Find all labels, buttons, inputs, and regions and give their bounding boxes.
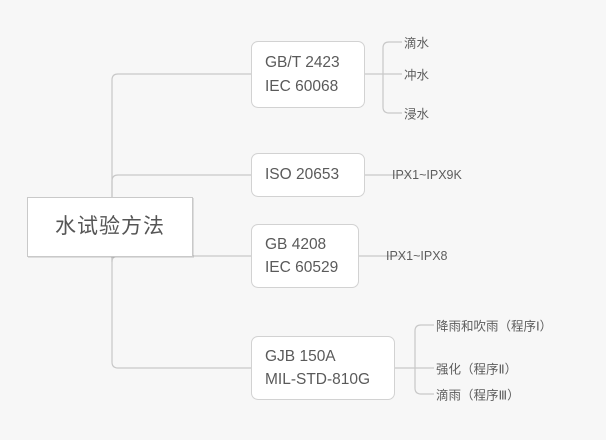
branch-node-line-2: MIL-STD-810G <box>265 371 371 388</box>
branch-node-line-1: GJB 150A <box>265 347 336 365</box>
leaf-gb4208-ipx-range[interactable]: IPX1~IPX8 <box>386 249 448 263</box>
trunk-branch-2-connector <box>111 174 251 227</box>
branch-1-leaf-spine <box>382 41 390 114</box>
branch-node-iso20653[interactable]: ISO 20653 <box>251 153 365 197</box>
root-node-label: 水试验方法 <box>55 215 165 239</box>
branch-node-line-1: ISO 20653 <box>265 166 340 184</box>
branch-node-line-1: GB/T 2423 <box>265 54 340 72</box>
root-node[interactable]: 水试验方法 <box>27 197 193 257</box>
trunk-branch-4-connector <box>111 227 251 369</box>
leaf-gbt2423-chongshui[interactable]: 冲水 <box>404 68 430 83</box>
branch-4-leaf-spine <box>414 324 422 395</box>
leaf-gbt2423-dishui[interactable]: 滴水 <box>404 36 430 51</box>
branch-node-gjb150a[interactable]: GJB 150A MIL-STD-810G <box>251 336 395 400</box>
leaf-gjb150a-exaggerated[interactable]: 强化（程序Ⅱ） <box>436 362 518 377</box>
leaf-gjb150a-drip[interactable]: 滴雨（程序Ⅲ） <box>436 388 520 403</box>
branch-node-line-2: IEC 60068 <box>265 77 339 95</box>
leaf-gjb150a-rain-blowing-rain[interactable]: 降雨和吹雨（程序Ⅰ） <box>436 319 553 334</box>
leaf-gbt2423-jinshui[interactable]: 浸水 <box>404 107 430 122</box>
branch-node-gb4208[interactable]: GB 4208 IEC 60529 <box>251 224 359 288</box>
branch-node-gbt2423[interactable]: GB/T 2423 IEC 60068 <box>251 41 365 108</box>
branch-node-line-2: IEC 60529 <box>265 259 339 276</box>
trunk-branch-1-connector <box>111 73 251 227</box>
branch-node-line-1: GB 4208 <box>265 235 327 253</box>
leaf-iso20653-ipx-range[interactable]: IPX1~IPX9K <box>392 168 462 182</box>
